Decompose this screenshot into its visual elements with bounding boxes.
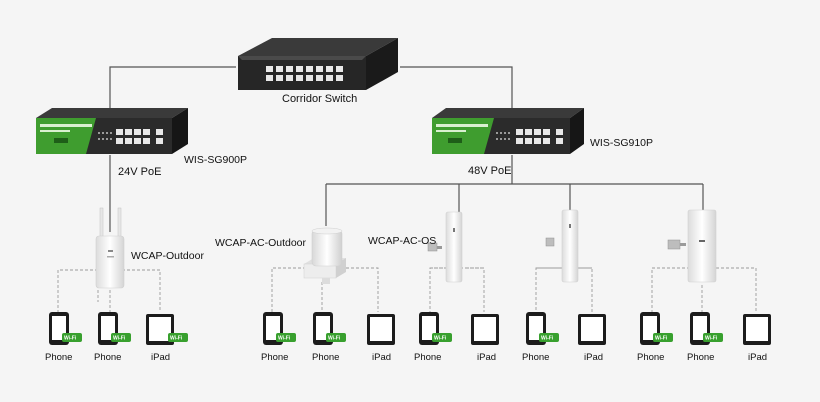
ap-wcap-ac-outdoor: [303, 227, 346, 284]
client-label: Phone: [687, 352, 715, 363]
ap-label-wcap-ac-outdoor: WCAP-AC-Outdoor: [215, 237, 307, 249]
client-device: [367, 314, 395, 345]
svg-text:Wi-Fi: Wi-Fi: [64, 336, 77, 342]
ap-panel-small: [545, 209, 579, 283]
svg-text:Wi-Fi: Wi-Fi: [278, 336, 291, 342]
wireless-links: [57, 267, 757, 312]
client-label: Phone: [261, 352, 289, 363]
left-poe-switch: [36, 108, 188, 154]
client-device: [146, 314, 174, 345]
svg-text:Wi-Fi: Wi-Fi: [434, 336, 447, 342]
client-label: iPad: [477, 352, 497, 363]
wifi-badge: Wi-Fi: [432, 333, 452, 342]
client-label: Phone: [94, 352, 122, 363]
wifi-badge: Wi-Fi: [539, 333, 559, 342]
svg-text:Wi-Fi: Wi-Fi: [328, 336, 341, 342]
wifi-badge: Wi-Fi: [703, 333, 723, 342]
right-switch-poe: 48V PoE: [468, 165, 512, 177]
left-switch-ports: [116, 129, 163, 144]
wifi-badge: Wi-Fi: [276, 333, 296, 342]
wifi-badge: Wi-Fi: [62, 333, 82, 342]
client-label: iPad: [151, 352, 171, 363]
ap-wcap-outdoor: [95, 207, 125, 289]
wifi-badge: Wi-Fi: [168, 333, 188, 342]
ap-label-wcap-outdoor: WCAP-Outdoor: [131, 250, 204, 262]
wifi-badge: Wi-Fi: [653, 333, 673, 342]
right-poe-switch: [432, 108, 584, 154]
client-label: Phone: [312, 352, 340, 363]
ap-label-wcap-ac-os: WCAP-AC-OS: [368, 235, 437, 247]
ap-wcap-ac-os: [427, 211, 463, 283]
client-label: Phone: [45, 352, 73, 363]
left-switch-poe: 24V PoE: [118, 166, 162, 178]
client-device: [471, 314, 499, 345]
client-label: iPad: [584, 352, 604, 363]
wifi-badge: Wi-Fi: [326, 333, 346, 342]
client-device: [578, 314, 606, 345]
link-core-left: [109, 66, 236, 110]
svg-text:Wi-Fi: Wi-Fi: [705, 336, 718, 342]
right-switch-model: WIS-SG910P: [590, 137, 654, 149]
client-label: Phone: [637, 352, 665, 363]
wifi-badge: Wi-Fi: [111, 333, 131, 342]
link-core-right: [400, 66, 513, 110]
client-label: Phone: [414, 352, 442, 363]
svg-text:Wi-Fi: Wi-Fi: [541, 336, 554, 342]
svg-text:Wi-Fi: Wi-Fi: [655, 336, 668, 342]
right-switch-ports: [516, 129, 563, 144]
client-device: [743, 314, 771, 345]
wifi-badges: Wi-Fi Wi-Fi Wi-Fi Wi-Fi Wi-Fi Wi-Fi Wi-F…: [62, 333, 723, 342]
client-label: Phone: [522, 352, 550, 363]
wired-links: [109, 66, 704, 232]
left-switch-model: WIS-SG900P: [184, 154, 248, 166]
svg-text:Wi-Fi: Wi-Fi: [113, 336, 126, 342]
client-label: iPad: [372, 352, 392, 363]
ap-panel-large: [667, 209, 717, 283]
svg-text:Wi-Fi: Wi-Fi: [170, 336, 183, 342]
client-label: iPad: [748, 352, 768, 363]
corridor-switch-label: Corridor Switch: [282, 93, 358, 105]
corridor-switch: [238, 38, 398, 90]
corridor-switch-ports: [266, 66, 343, 81]
